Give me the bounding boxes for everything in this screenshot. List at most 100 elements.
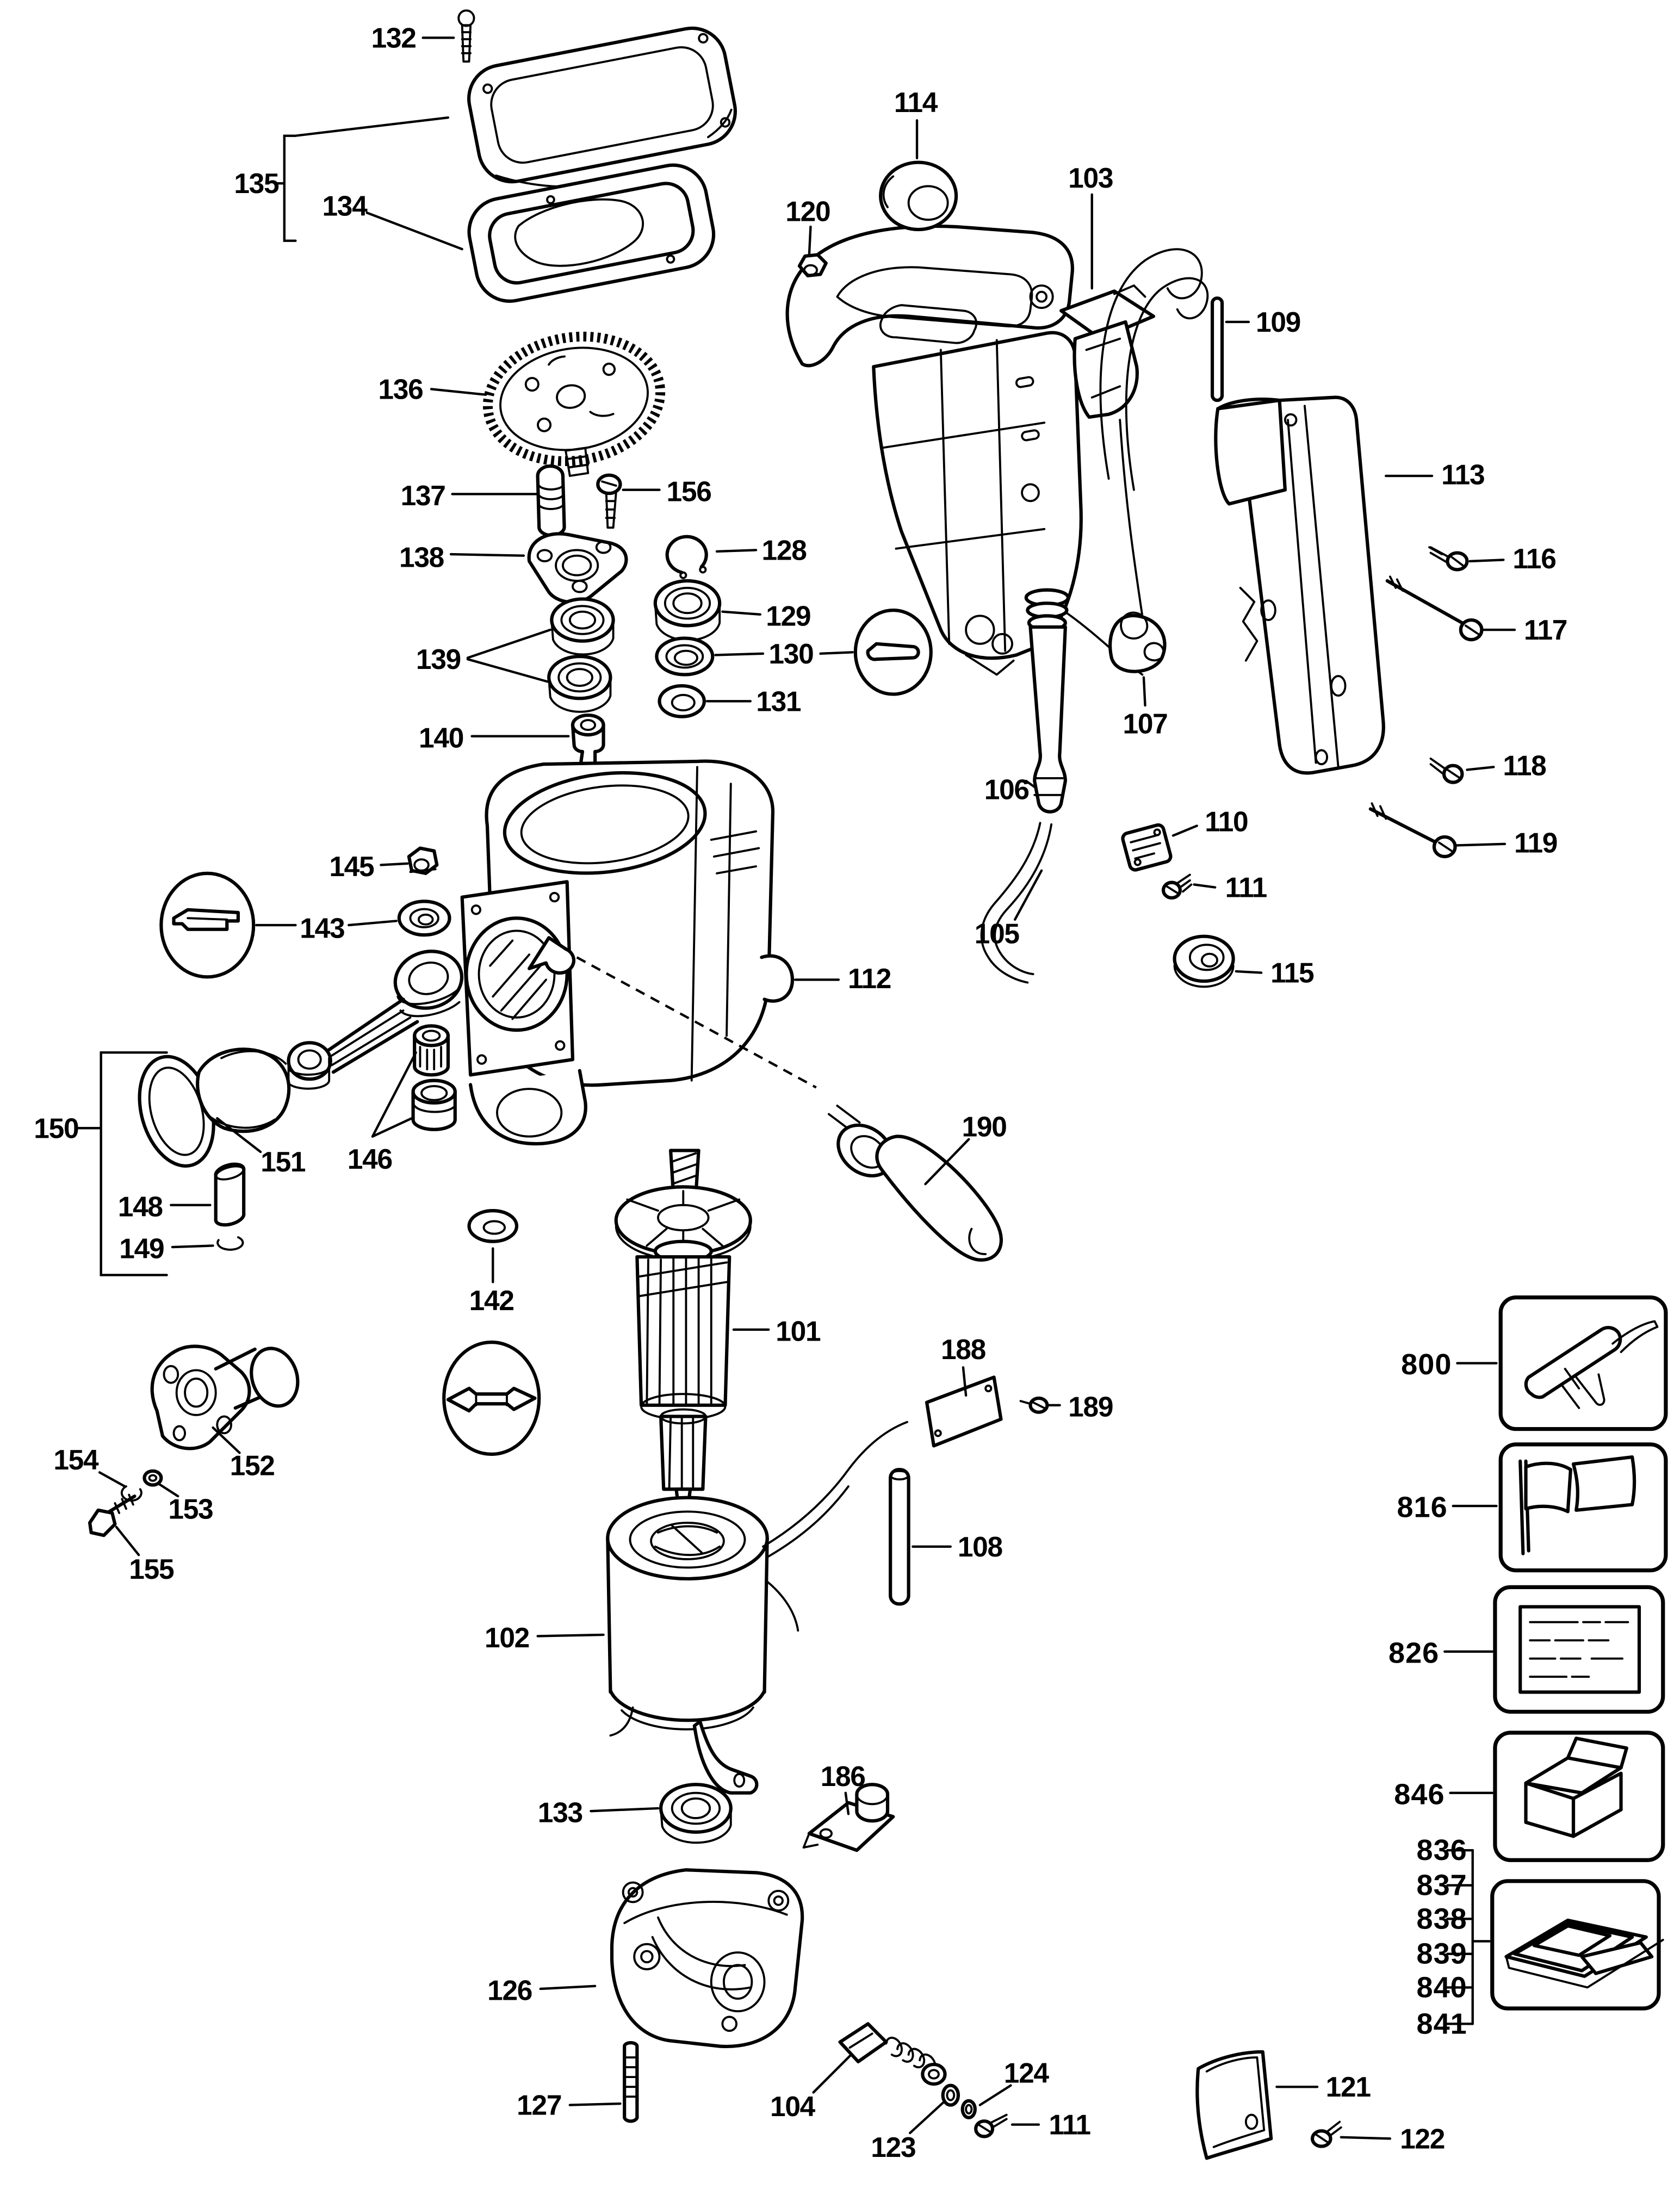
leader-149 — [171, 1244, 214, 1249]
piston-151-drawing — [196, 1047, 291, 1133]
leader-118 — [1466, 766, 1495, 771]
leader-151 — [216, 1117, 262, 1154]
brush-holder-186-drawing — [802, 1783, 895, 1852]
part-label-130: 130 — [768, 638, 813, 669]
leader-143 — [348, 920, 398, 927]
part-label-142: 142 — [469, 1285, 514, 1316]
part-label-122: 122 — [1400, 2123, 1445, 2154]
leader-119 — [1454, 842, 1507, 847]
pin-109-drawing — [1210, 296, 1224, 402]
part-label-145: 145 — [329, 851, 374, 882]
part-label-190: 190 — [962, 1111, 1007, 1143]
part-label-188: 188 — [941, 1334, 986, 1365]
rod-108-drawing — [889, 1468, 910, 1606]
part-label-104: 104 — [770, 2091, 816, 2122]
leader-135 — [294, 116, 450, 137]
washer-131-drawing — [658, 684, 706, 718]
switch-103-drawing — [1059, 284, 1156, 419]
part-label-117: 117 — [1524, 614, 1567, 646]
connecting-rod-drawing — [287, 950, 464, 1090]
washer-123-drawing — [941, 2083, 960, 2107]
leader-139-1 — [466, 658, 549, 683]
detail-circle-key-drawing — [853, 608, 933, 696]
leader-105 — [1014, 869, 1043, 921]
cover-plate-drawing — [467, 26, 737, 188]
part-label-126: 126 — [487, 1975, 532, 2006]
part-label-800: 800 — [1401, 1348, 1452, 1381]
part-label-816: 816 — [1397, 1491, 1447, 1524]
striker-140-drawing — [571, 713, 605, 767]
screw-111b-drawing — [974, 2113, 1008, 2138]
bearing-139a-drawing — [550, 597, 615, 656]
detail-circle-clip-drawing — [159, 871, 256, 979]
part-label-113: 113 — [1441, 458, 1484, 490]
leader-146-1 — [371, 1117, 413, 1138]
clip-149-drawing — [216, 1236, 244, 1251]
part-label-135: 135 — [234, 168, 279, 199]
cord-clip-107-drawing — [1108, 611, 1167, 673]
piston-pin-148-drawing — [214, 1162, 246, 1227]
part-label-133: 133 — [538, 1797, 582, 1828]
leader-129 — [721, 610, 761, 616]
grease-tube-icon — [1524, 1320, 1659, 1409]
part-label-108: 108 — [958, 1531, 1003, 1562]
accessory-box-846 — [1493, 1731, 1665, 1862]
carton-box-icon — [1524, 1737, 1628, 1838]
washer-142-drawing — [467, 1209, 519, 1243]
part-label-118: 118 — [1503, 750, 1546, 782]
assembly-axis-112-190 — [576, 956, 817, 1089]
spindle-flange-152-drawing — [150, 1344, 300, 1450]
plate-138-drawing — [527, 532, 628, 604]
flag-icon — [1518, 1455, 1636, 1555]
leader-127 — [568, 2102, 622, 2106]
part-label-110: 110 — [1205, 806, 1248, 838]
leader-120 — [808, 225, 812, 256]
part-label-826: 826 — [1388, 1636, 1439, 1669]
screw-119-drawing — [1368, 802, 1457, 859]
washer-124-drawing — [960, 2099, 977, 2119]
screw-116-drawing — [1428, 546, 1469, 572]
part-label-156: 156 — [667, 475, 711, 507]
leader-146 — [371, 1051, 417, 1138]
part-label-131: 131 — [756, 685, 801, 717]
leader-115 — [1235, 970, 1263, 974]
plate-110-drawing — [1121, 823, 1173, 872]
part-label-153: 153 — [168, 1493, 213, 1524]
leader-155 — [115, 1526, 140, 1557]
armature-101-drawing — [614, 1149, 752, 1525]
part-label-149: 149 — [119, 1233, 164, 1264]
part-label-121: 121 — [1326, 2071, 1371, 2103]
part-label-137: 137 — [401, 480, 445, 511]
bolt-155-drawing — [88, 1493, 137, 1537]
part-label-189: 189 — [1068, 1391, 1113, 1422]
leader-153 — [157, 1482, 179, 1498]
part-label-114: 114 — [894, 86, 938, 118]
nameplate-188-drawing — [925, 1375, 1003, 1448]
screw-132-drawing — [457, 9, 475, 63]
gear-136-drawing — [482, 331, 666, 467]
part-label-138: 138 — [399, 541, 444, 573]
pin-137-drawing — [536, 464, 566, 537]
washer-153-drawing — [142, 1469, 163, 1487]
leader-106 — [1025, 779, 1037, 790]
button-115-drawing — [1173, 934, 1235, 988]
part-label-101: 101 — [776, 1315, 821, 1347]
leader-110 — [1171, 824, 1198, 837]
washer-130-drawing — [655, 636, 715, 677]
part-label-836: 836 — [1416, 1834, 1467, 1866]
power-cord-105-drawing — [980, 822, 1053, 984]
screw-122-drawing — [1310, 2120, 1342, 2148]
cover-flap-121-drawing — [1195, 2050, 1273, 2160]
bearing-133-drawing — [659, 1783, 733, 1844]
leader-130 — [714, 652, 765, 656]
part-label-846: 846 — [1394, 1778, 1445, 1810]
part-label-155: 155 — [129, 1553, 174, 1585]
part-label-111b: 111 — [1049, 2109, 1090, 2141]
part-label-116: 116 — [1512, 543, 1555, 574]
leader-190 — [924, 1138, 970, 1186]
accessory-box-kit — [1490, 1879, 1664, 2011]
leader-116 — [1468, 559, 1505, 563]
leader-107 — [1142, 676, 1146, 707]
part-label-151: 151 — [261, 1146, 306, 1177]
